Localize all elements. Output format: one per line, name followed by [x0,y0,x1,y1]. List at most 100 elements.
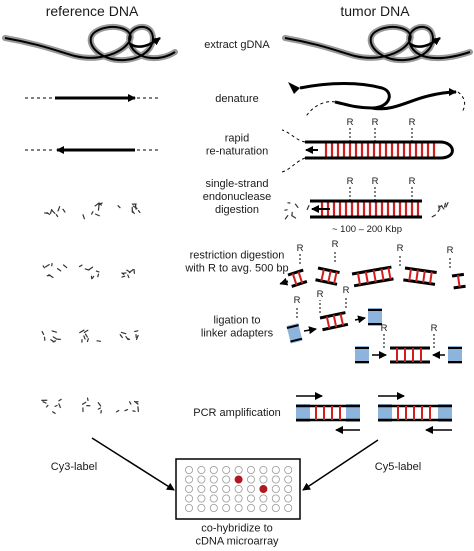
array-spot [259,503,268,512]
ss-dna-fragment [97,402,102,407]
fragment-size-label: ~ 100 – 200 Kbp [332,224,402,235]
restriction-site-label: R [347,176,354,187]
array-spot [184,484,193,493]
ss-dna-fragment [56,267,62,272]
array-spot [246,494,255,503]
step-label-line: re-naturation [206,146,268,158]
ss-dna-fragment [437,208,441,212]
array-spot [197,475,206,484]
array-spot [246,484,255,493]
ss-dna-fragment [294,203,299,209]
restriction-site-label: R [294,295,301,306]
reference-dna-header: reference DNA [46,3,139,19]
array-spot [246,465,255,474]
ss-dna-fragment [134,400,139,405]
tumor-ss-fragments [284,201,449,220]
array-spot [284,494,293,503]
ss-dna-fragment [134,330,139,333]
restriction-site-label: R [372,117,379,128]
ss-dna-fragment [51,330,58,333]
ss-dna-fragment [98,202,103,206]
array-spot [197,503,206,512]
array-spot [209,484,218,493]
step-label-line: rapid [225,133,249,145]
restriction-site-label: R [381,323,388,334]
step-label-line: linker adapters [201,328,274,340]
ss-dna-fragment [58,403,61,409]
ss-dna-fragment [97,273,100,278]
ss-dna-fragment [115,409,120,413]
array-spot [271,494,280,503]
array-spot [271,475,280,484]
ss-dna-fragment [52,336,58,340]
ss-dna-fragment [124,409,129,412]
ss-dna-fragment [437,205,441,208]
array-spot [234,465,243,474]
ss-dna-fragment [84,333,88,338]
array-spot [271,465,280,474]
step-label-extract: extract gDNA [204,39,270,51]
ss-dna-fragment [91,211,94,215]
reference-fragments-nuclease [43,202,141,220]
ss-dna-fragment [84,268,90,271]
tumor-renatured-hairpin: R R R [281,117,454,173]
ss-dna-fragment [128,401,132,405]
ss-dna-fragment [120,331,127,335]
step-label-line: denature [215,93,258,105]
ss-dna-fragment [49,208,53,214]
step-label-line: ligation to [213,315,260,327]
cy5-arrow [302,439,379,491]
array-spot [197,484,206,493]
step-label-line: single-strand [206,178,269,190]
array-spot [197,465,206,474]
array-spot [209,475,218,484]
array-spot-hybridized [259,484,268,493]
array-spot [234,494,243,503]
cy3-arrow [91,437,175,491]
array-spot [234,503,243,512]
ss-dna-fragment [83,335,86,340]
ss-dna-fragment [119,334,123,339]
ss-dna-fragment [45,404,49,408]
array-spot [222,465,231,474]
ss-dna-fragment [57,206,61,212]
ss-dna-fragment [44,264,50,268]
ss-dna-fragment [94,213,100,217]
ss-dna-fragment [83,329,89,334]
array-spot [209,503,218,512]
ss-dna-fragment [131,210,135,215]
ss-dna-fragment [78,264,83,268]
ss-dna-fragment [96,340,102,342]
step-label-line: cDNA microarray [195,536,279,548]
reference-genomic-dna-coil [2,23,178,64]
ss-dna-fragment [97,407,102,410]
ss-dna-fragment [42,265,46,269]
ss-dna-fragment [431,214,436,218]
array-spot [259,475,268,484]
restriction-site-label: R [409,176,416,187]
ss-dna-fragment [94,202,100,207]
array-spot [184,503,193,512]
step-label-line: endonuclease [203,191,272,203]
step-label-line: digestion [215,204,259,216]
reference-fragments-pcr [41,397,139,414]
ss-dna-fragment [82,214,85,220]
ss-dna-fragment [62,208,66,213]
restriction-site-label: R [397,243,404,254]
ss-dna-fragment [126,269,131,273]
tumor-genomic-dna-coil [282,23,473,64]
array-spot [246,503,255,512]
array-spot [234,484,243,493]
cy3-label: Cy3-label [51,461,97,473]
array-spot [271,503,280,512]
ss-dna-fragment [54,404,58,407]
ss-dna-fragment [95,270,100,273]
array-spot [259,465,268,474]
step-label-line: extract gDNA [204,39,270,51]
restriction-site-label: R [317,289,324,300]
